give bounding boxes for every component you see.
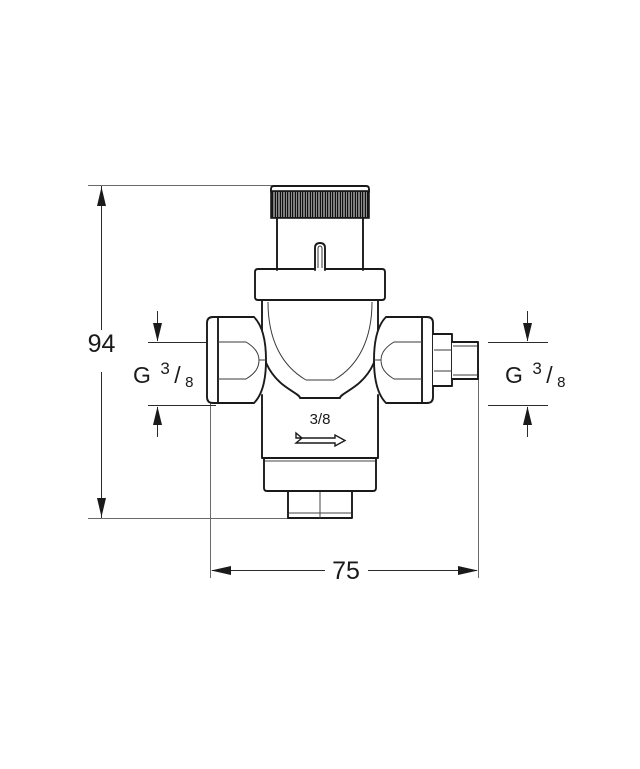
valve-body-shoulder (261, 299, 379, 399)
valve-body-column (261, 394, 379, 459)
dimension-width-75: 75 (211, 557, 478, 585)
right-nut-outline (373, 316, 434, 404)
right-nut-chamfer-top (380, 341, 422, 361)
dimension-label-width: 75 (332, 557, 360, 585)
inlet-thread-denominator: 8 (185, 374, 193, 391)
cap-knurl-striations (273, 192, 367, 217)
inner-curve-left (267, 301, 307, 381)
arrowhead-75-right (458, 566, 478, 575)
dimension-label-height: 94 (88, 330, 116, 358)
bottom-drain-plug (287, 490, 353, 519)
left-nut-chamfer-top (218, 341, 260, 361)
arrowhead-94-top (97, 187, 106, 206)
inlet-thread-label: G 3 / 8 (133, 359, 193, 391)
outlet-thread-slash: / (546, 362, 553, 388)
dimension-height-94: 94 (88, 186, 116, 518)
flange-outline (263, 456, 377, 492)
lower-body-flange (263, 456, 377, 492)
dimension-outlet-thread: G 3 / 8 (488, 311, 565, 437)
valve-bonnet (254, 268, 386, 301)
arrowhead-inlet-bottom (153, 406, 162, 425)
knurled-adjustment-cap (270, 185, 370, 219)
arrowhead-inlet-top (153, 323, 162, 342)
inlet-thread-numerator: 3 (160, 359, 169, 378)
outlet-thread-denominator: 8 (557, 374, 565, 391)
stem-side-lines (276, 217, 364, 271)
body-shoulder-outline (261, 299, 379, 399)
stem-tab-inner (317, 245, 323, 268)
body-inner-contours (267, 301, 373, 381)
male-threaded-spigot (432, 333, 479, 387)
right-nut-chamfer-bottom (380, 359, 422, 380)
spigot-thread-body (451, 341, 479, 380)
left-nut-chamfer-bottom (218, 359, 260, 380)
spigot-collar (432, 333, 453, 387)
bonnet-outline (254, 268, 386, 301)
dimension-inlet-thread: G 3 / 8 (133, 311, 216, 437)
inlet-thread-slash: / (174, 362, 181, 388)
outlet-thread-label: G 3 / 8 (505, 359, 565, 391)
left-hex-union-nut (206, 316, 267, 404)
flow-direction-arrow (294, 431, 347, 448)
inner-curve-right (333, 301, 373, 381)
arrowhead-outlet-top (523, 323, 532, 342)
right-hex-union-nut (373, 316, 434, 404)
body-column-outline (261, 394, 379, 459)
outlet-thread-numerator: 3 (532, 359, 541, 378)
arrowhead-75-left (211, 566, 231, 575)
arrowhead-94-bottom (97, 498, 106, 517)
valve-stem-housing (276, 217, 364, 271)
cap-knurl-band (270, 190, 370, 219)
body-size-label: 3/8 (310, 411, 331, 428)
outlet-thread-prefix: G (505, 362, 523, 388)
inlet-thread-prefix: G (133, 362, 151, 388)
left-nut-outline (206, 316, 267, 404)
stem-indicator-tab (314, 242, 326, 271)
arrowhead-outlet-bottom (523, 406, 532, 425)
body-flow-marking: 3/8 (294, 411, 347, 448)
